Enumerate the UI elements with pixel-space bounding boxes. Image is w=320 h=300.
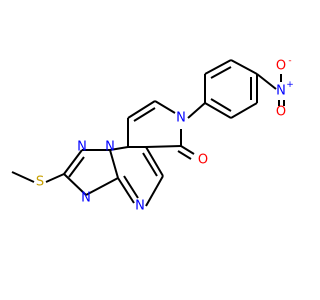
triazole-nitrogen-1: N — [77, 140, 87, 155]
atom-labels: S N N N N N O N + O - O — [36, 56, 294, 214]
bond-c9-n10 — [154, 100, 176, 114]
bond-s-c2 — [45, 173, 65, 183]
bond-methyl-s — [11, 171, 35, 183]
bond-c5-c6-double — [142, 152, 158, 177]
bond-c11-o-double — [177, 150, 192, 160]
bond-c11-c6 — [145, 145, 182, 148]
bond-c5-c6 — [145, 146, 164, 177]
bond-c3a-n4-double — [123, 175, 139, 199]
bond-ar6-ar1-inner — [210, 98, 232, 112]
bond-ar5-ar6 — [230, 102, 258, 119]
nitro-oxygen-charge: - — [288, 56, 291, 66]
bond-ar-nitro — [256, 73, 277, 90]
sulfur-atom: S — [36, 175, 44, 190]
nitro-oxygen-bottom: O — [276, 105, 286, 120]
bond-n3-c2 — [63, 173, 87, 196]
chemical-structure: S N N N N N O N + O - O — [11, 56, 294, 214]
bond-n10-aryl — [187, 102, 206, 119]
bond-c2-n1-double — [68, 156, 85, 178]
bond-c8-c9-double — [133, 107, 156, 122]
bond-c2-n1 — [63, 149, 83, 175]
bond-c8-c9 — [127, 100, 156, 119]
pyridone-nitrogen: N — [176, 111, 186, 126]
bond-ar6-ar1 — [204, 102, 232, 119]
carbonyl-oxygen: O — [198, 153, 208, 168]
bond-c3a-n4 — [117, 177, 135, 204]
triazole-nitrogen-2: N — [105, 140, 115, 155]
pyrimidine-nitrogen: N — [135, 199, 145, 214]
nitro-nitrogen: N — [276, 84, 286, 99]
triazole-nitrogen-3: N — [81, 191, 91, 206]
bond-n2-c3a — [109, 149, 119, 179]
bond-c3a-n3 — [85, 177, 119, 196]
nitro-nitrogen-charge: + — [286, 80, 294, 90]
nitro-oxygen-top: O — [276, 59, 286, 74]
bond-n4-c5 — [145, 175, 164, 207]
bond-ar2-ar3-inner — [210, 66, 232, 79]
bond-c11-o — [180, 145, 195, 155]
bonds — [11, 59, 285, 207]
bond-ar3-ar4 — [230, 59, 258, 75]
bond-c7-n2 — [109, 146, 129, 151]
bond-ar2-ar3 — [204, 59, 232, 75]
